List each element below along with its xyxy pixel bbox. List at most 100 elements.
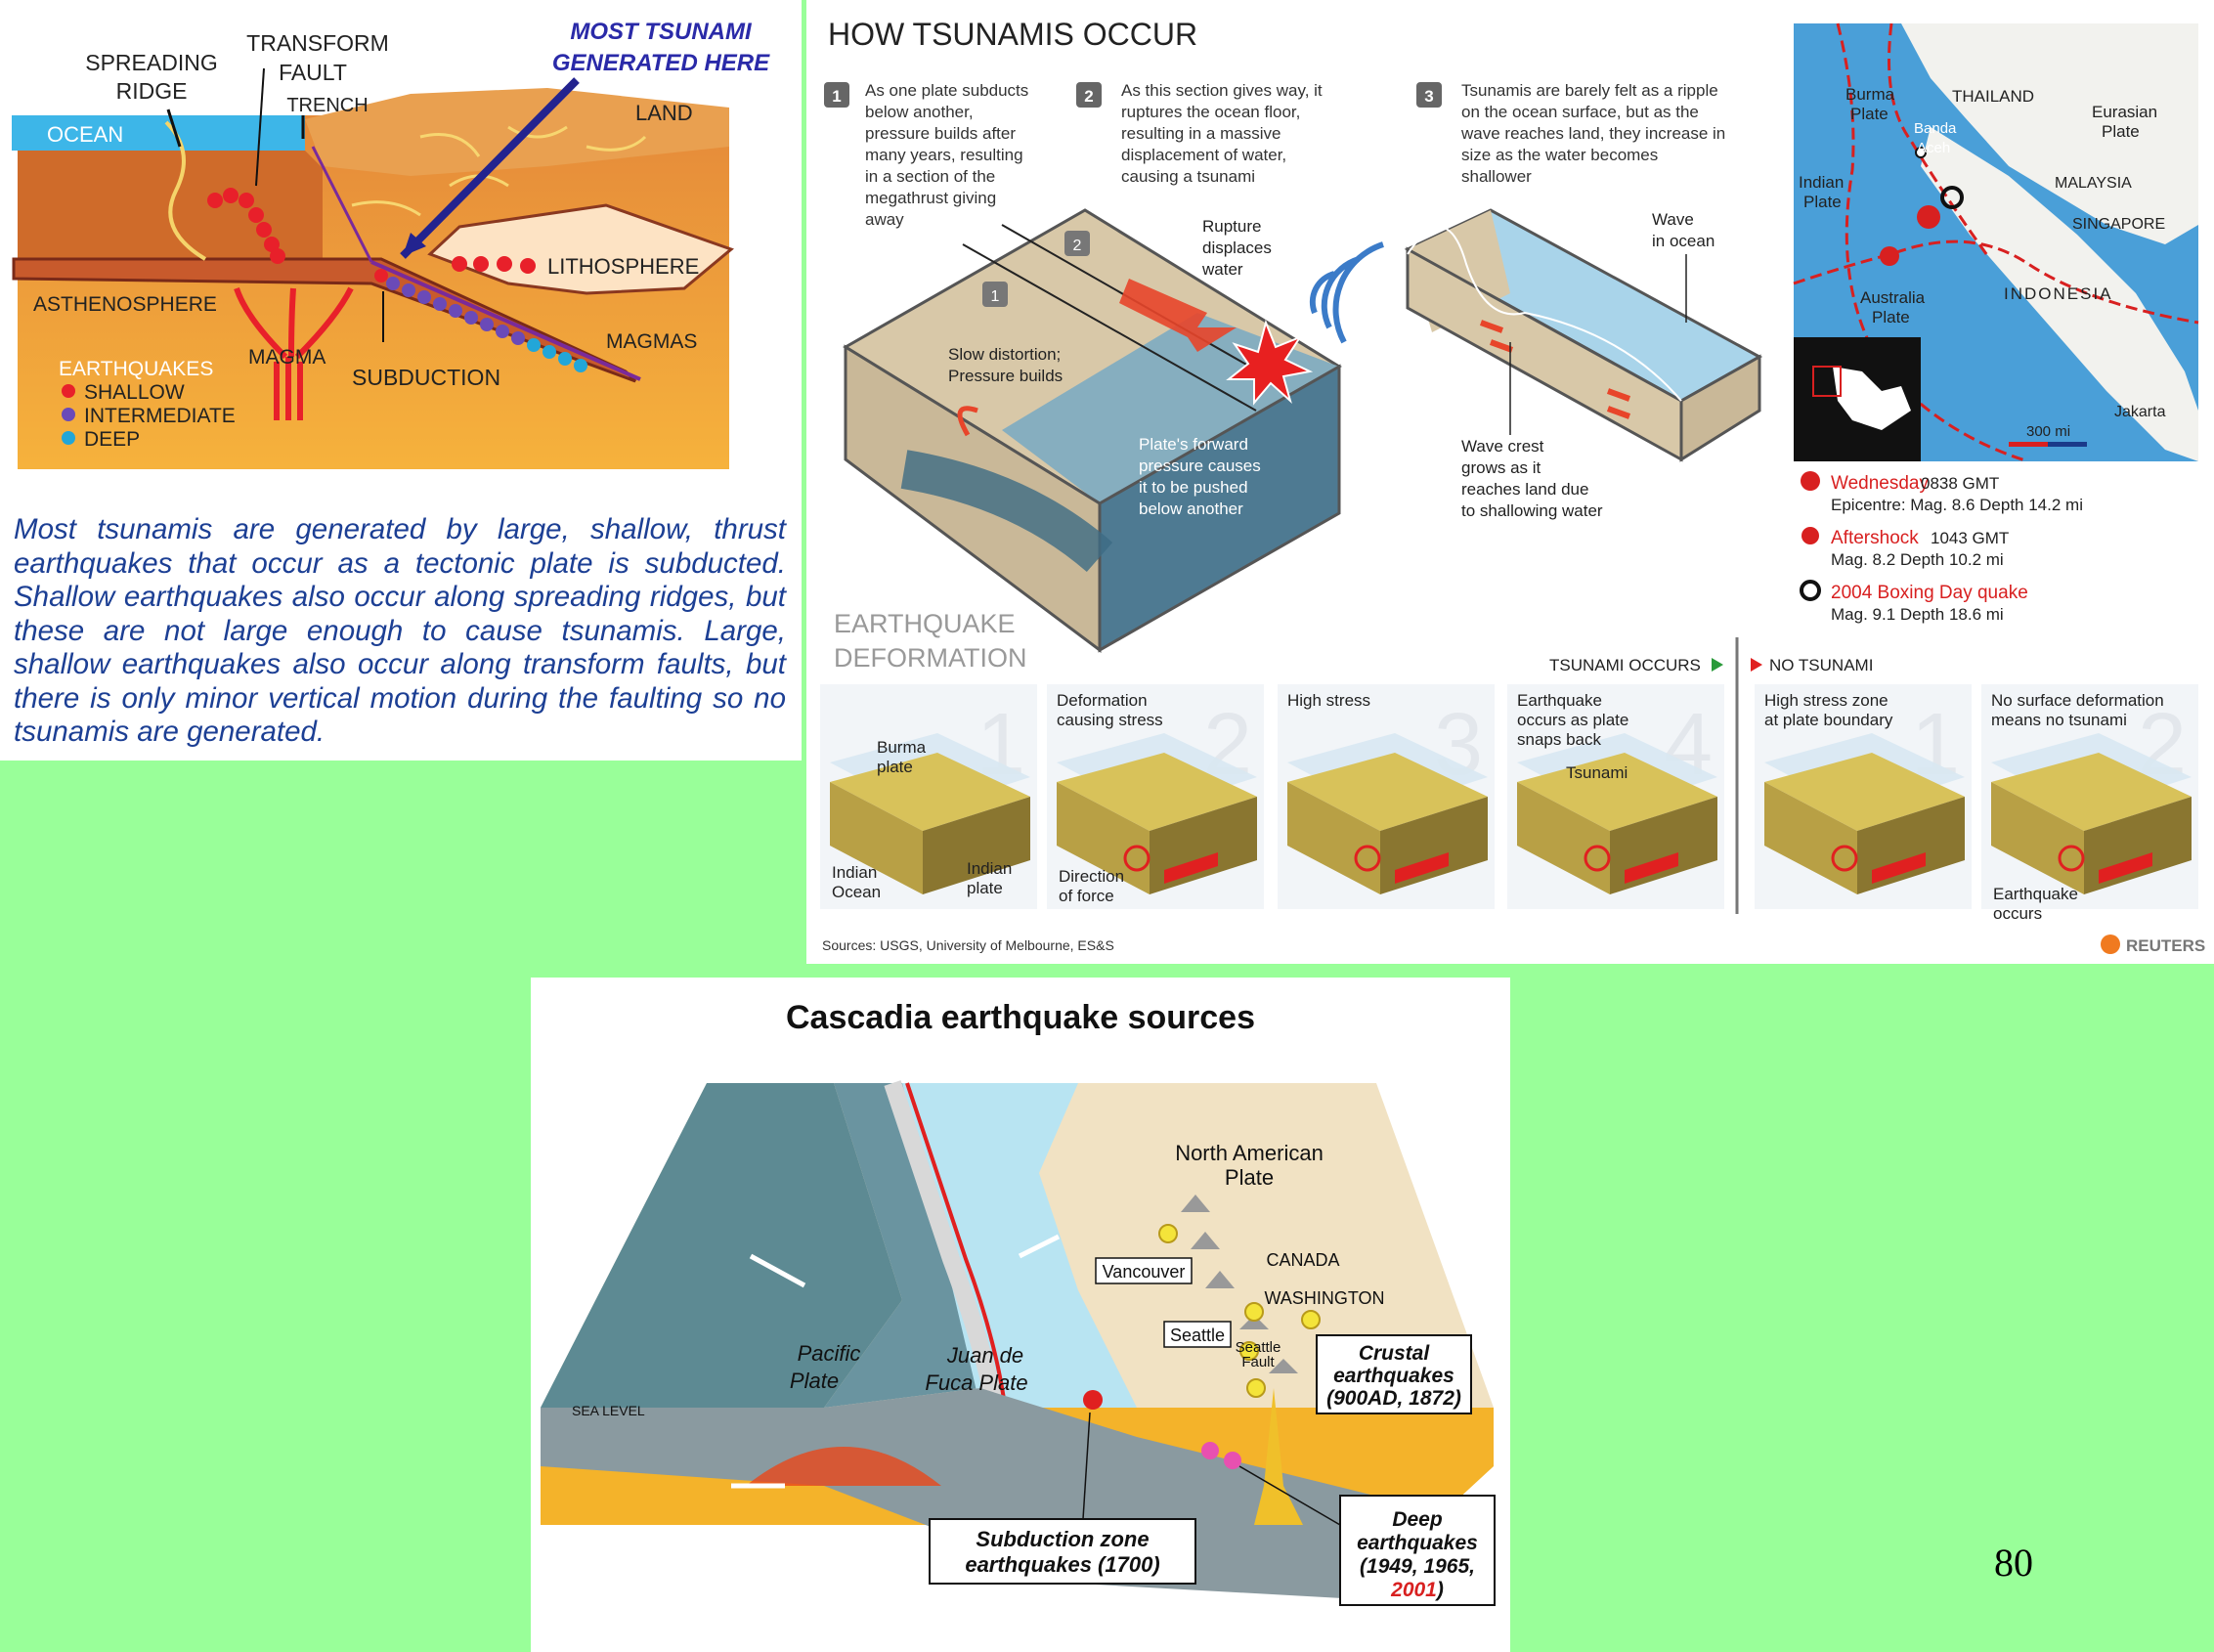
subduction-leader (1082, 1412, 1091, 1520)
burma-plate-label: Plate (1850, 105, 1888, 123)
thailand-label: THAILAND (1952, 87, 2034, 106)
eurasian-plate-label: Plate (2102, 122, 2140, 141)
panel-slab-side (923, 797, 1030, 894)
panel-slab-front (1287, 782, 1380, 894)
shallow-legend-dot (62, 384, 75, 398)
vancouver-label: Vancouver (1103, 1262, 1186, 1282)
na-plate-label-1: North American (1175, 1141, 1324, 1165)
panel-stress-ring (1123, 845, 1150, 872)
ocean-water (12, 115, 305, 151)
panel-stress-ring (2058, 845, 2085, 872)
aceh-label: Aceh (1917, 140, 1950, 156)
tsunami-occurs-arrow (1712, 658, 1723, 672)
step-3-badge (1416, 82, 1442, 108)
panel-slab-top (1991, 753, 2192, 831)
sumatra-map: Burma Plate THAILAND Banda Aceh Eurasian… (1793, 22, 2199, 463)
coastal-waters (902, 1083, 1137, 1408)
panel-force-arrow (1164, 852, 1218, 884)
step-3-number: 3 (1424, 87, 1433, 106)
deep-earthquake-dots (527, 338, 587, 372)
seattle-fault-label-2: Fault (1241, 1354, 1275, 1370)
epicentre-marker (1917, 205, 1940, 229)
singapore-label: SINGAPORE (2072, 216, 2165, 233)
panel-slab-top (830, 753, 1030, 831)
indonesia-label: INDONESIA (2004, 284, 2113, 303)
crustal-callout (1316, 1334, 1472, 1414)
legend-boxing-day: 2004 Boxing Day quake (1831, 583, 2028, 603)
most-tsunami-label-1: MOST TSUNAMI (570, 19, 753, 45)
legend-wednesday-time: 0838 GMT (1921, 474, 1999, 493)
wave-block-diagram: Wave in ocean Wave crest grows as it rea… (1404, 208, 1763, 520)
step-2-number: 2 (1084, 87, 1093, 106)
panel-caption: High stress (1287, 691, 1370, 710)
panel-slab-top (1764, 753, 1965, 831)
page-number: 80 (1994, 1541, 2033, 1585)
cascadia-diagram: Cascadia earthquake sources North Americ… (541, 999, 1496, 1606)
wave-motion-arrows (1479, 320, 1631, 419)
trench-strip (884, 1080, 1004, 1408)
earthquakes-legend-title: EARTHQUAKES (59, 358, 213, 380)
jakarta-label: Jakarta (2114, 404, 2166, 420)
panel-slab-top (1517, 753, 1717, 831)
subduction-label-1: Subduction zone (976, 1527, 1149, 1551)
panel-stress-ring (1584, 845, 1611, 872)
deep-legend-dot (62, 431, 75, 445)
panel-slab-front (1057, 782, 1150, 894)
step-1-text: As one plate subducts below another, pre… (865, 81, 1033, 229)
shallow-earthquake-dots (207, 188, 536, 283)
shallow-legend-label: SHALLOW (84, 381, 185, 404)
forward-pressure-label: Plate's forward pressure causes it to be… (1139, 435, 1265, 518)
magmas-label: MAGMAS (606, 330, 697, 353)
canada-label: CANADA (1266, 1250, 1339, 1270)
crustal-label-2: earthquakes (1333, 1365, 1454, 1387)
magma-column (234, 286, 354, 420)
tsunami-occurs-label: TSUNAMI OCCURS (1549, 656, 1701, 674)
ridge-leader (166, 109, 182, 148)
block-front-right (1098, 364, 1341, 653)
seattle-label: Seattle (1170, 1326, 1225, 1345)
land-fractures (351, 125, 647, 217)
panel-stress-ring (1831, 845, 1858, 872)
indian-plate-label: Plate (1803, 193, 1842, 211)
step-2-text: As this section gives way, it ruptures t… (1121, 81, 1326, 186)
legend-boxing-day-icon (1800, 580, 1821, 601)
panel-slab-front (830, 782, 923, 894)
pointer-head (403, 233, 426, 256)
rupture-label: Rupture displaces water (1201, 217, 1277, 279)
step-1-badge (824, 82, 849, 108)
juan-label-2: Fuca Plate (925, 1370, 1027, 1395)
scale-red (2009, 442, 2048, 447)
legend-wednesday: Wednesday (1831, 473, 1929, 494)
subduction-slab-line (370, 260, 641, 381)
burma-label: Burma (1845, 85, 1895, 104)
step-2-badge (1076, 82, 1102, 108)
volcano-cones (1181, 1195, 1298, 1373)
trench-label: TRENCH (286, 95, 368, 116)
lithosphere-label: LITHOSPHERE (547, 254, 699, 279)
vancouver-tag (1095, 1257, 1193, 1284)
subduction-quake-marker (1083, 1390, 1103, 1410)
banda-label: Banda (1914, 120, 1957, 137)
magma-label: MAGMA (248, 346, 326, 369)
panel-stress-ring (1354, 845, 1381, 872)
pacific-plate (541, 1083, 902, 1408)
scale-blue (2048, 442, 2087, 447)
panel-slab-front (1764, 782, 1857, 894)
panel-slab-front (1517, 782, 1610, 894)
block-badge-2-num: 2 (1073, 238, 1082, 254)
step-1: 1 As one plate subducts below another, p… (824, 81, 1033, 229)
sea-level-label: SEA LEVEL (572, 1403, 645, 1418)
pacific-label-1: Pacific (798, 1341, 861, 1366)
boxing-day-marker (1940, 186, 1964, 209)
map-sumatra (1921, 127, 2198, 461)
panel-slab-top (1287, 753, 1488, 831)
intermediate-legend-dot (62, 408, 75, 421)
